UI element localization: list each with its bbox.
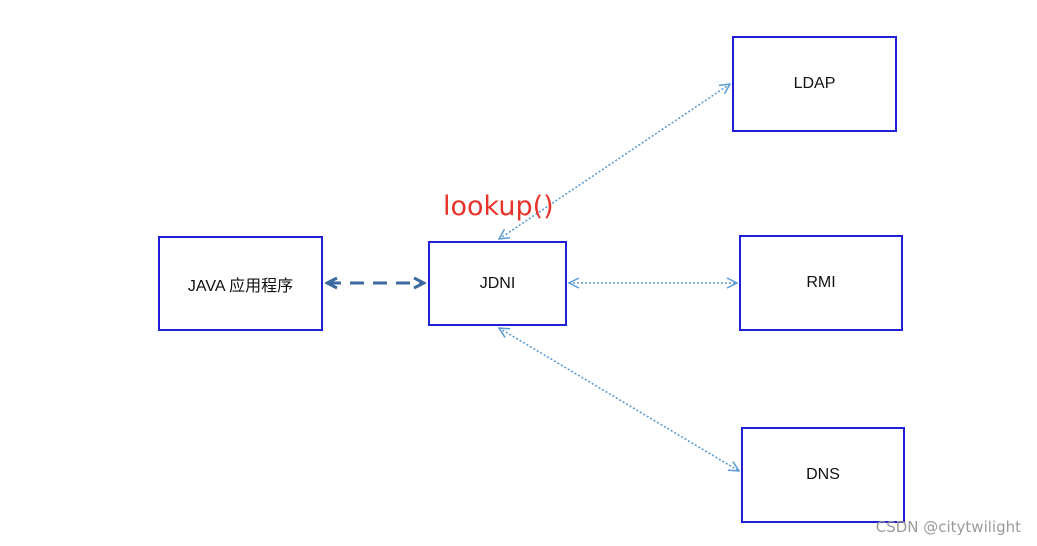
java-app-label: JAVA 应用程序 [187, 277, 294, 295]
ldap-label: LDAP [793, 75, 836, 92]
dns-label: DNS [806, 466, 840, 483]
java-app-node: JAVA 应用程序 [158, 236, 323, 331]
dns-node: DNS [741, 427, 905, 523]
ldap-node: LDAP [732, 36, 897, 132]
csdn-watermark: CSDN @citytwilight [875, 518, 1021, 536]
lookup-annotation: lookup() [443, 191, 554, 222]
jndi-label: JDNI [479, 274, 516, 292]
rmi-node: RMI [739, 235, 903, 331]
jndi-dns-dotted-arrow [499, 328, 739, 471]
rmi-label: RMI [806, 274, 836, 291]
jndi-node: JDNI [428, 241, 567, 326]
